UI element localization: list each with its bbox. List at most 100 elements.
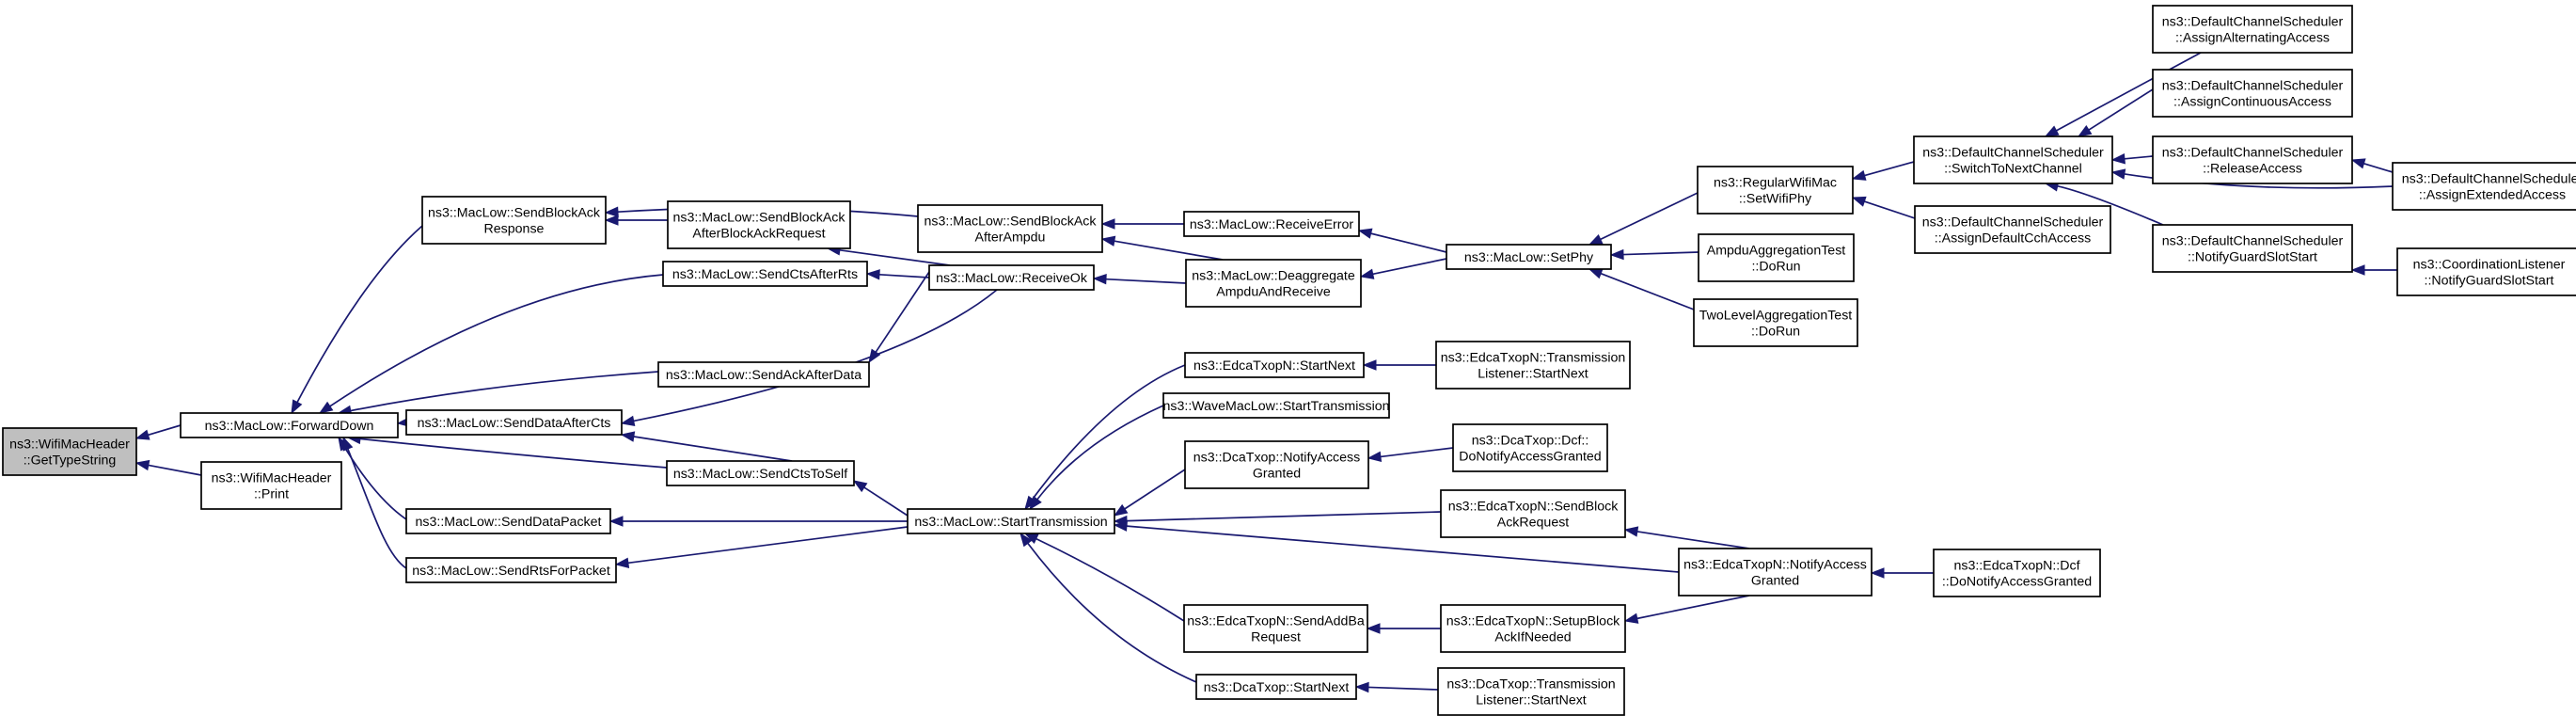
- edge-line: [1114, 240, 1224, 261]
- arrowhead: [608, 516, 624, 527]
- node-n31[interactable]: ns3::EdcaTxopN::NotifyAccessGranted: [1678, 548, 1873, 597]
- edge-n13-n5: [865, 269, 930, 280]
- node-label-line: ns3::DefaultChannelScheduler: [2162, 15, 2344, 30]
- arrowhead: [2350, 158, 2366, 169]
- arrowhead: [852, 480, 868, 493]
- arrowhead: [604, 215, 619, 226]
- edge-n14-n8: [852, 480, 909, 517]
- node-n19[interactable]: ns3::DcaTxop::NotifyAccessGranted: [1184, 440, 1369, 489]
- node-box: [1933, 549, 2101, 597]
- node-label-line: AmpduAndReceive: [1216, 285, 1331, 300]
- node-box: [2396, 247, 2576, 296]
- node-box: [1697, 166, 1854, 215]
- node-label-line: ::DoRun: [1751, 260, 1800, 275]
- node-box: [917, 204, 1103, 253]
- edge-line: [1864, 161, 1915, 177]
- node-label-line: ::AssignContinuousAccess: [2173, 95, 2331, 110]
- node-box: [928, 264, 1095, 291]
- node-box: [1183, 211, 1360, 237]
- node-n8[interactable]: ns3::MacLow::SendCtsToSelf: [666, 460, 855, 486]
- edge-n27-n21: [1354, 681, 1439, 693]
- arrowhead: [2110, 153, 2126, 165]
- node-label-line: ::AssignDefaultCchAccess: [1935, 231, 2091, 247]
- node-label-line: ns3::EdcaTxopN::SendAddBa: [1187, 614, 1365, 629]
- node-n38[interactable]: ns3::DefaultChannelScheduler::NotifyGuar…: [2152, 224, 2353, 273]
- node-label-line: ns3::EdcaTxopN::Transmission: [1441, 351, 1626, 366]
- node-n34[interactable]: ns3::EdcaTxopN::Dcf::DoNotifyAccessGrant…: [1933, 549, 2101, 597]
- edge-n5-n2: [318, 274, 664, 414]
- node-n2[interactable]: ns3::MacLow::ForwardDown: [180, 412, 399, 438]
- node-n37[interactable]: ns3::DefaultChannelScheduler::ReleaseAcc…: [2152, 135, 2353, 184]
- arrowhead: [865, 269, 880, 280]
- node-n27[interactable]: ns3::DcaTxop::TransmissionListener::Star…: [1437, 667, 1625, 716]
- node-n14[interactable]: ns3::MacLow::StartTransmission: [907, 508, 1115, 534]
- node-n18[interactable]: ns3::WaveMacLow::StartTransmission: [1162, 392, 1390, 419]
- node-n24[interactable]: ns3::DcaTxop::Dcf::DoNotifyAccessGranted: [1452, 423, 1608, 472]
- node-n17[interactable]: ns3::EdcaTxopN::StartNext: [1184, 352, 1365, 378]
- arrowhead: [1366, 623, 1381, 634]
- edge-n10-n2: [342, 436, 407, 569]
- edge-n37-n32: [2110, 153, 2154, 165]
- node-n22[interactable]: ns3::MacLow::SetPhy: [1446, 244, 1612, 270]
- arrowhead: [1029, 495, 1042, 511]
- node-n9[interactable]: ns3::MacLow::SendDataPacket: [405, 508, 611, 534]
- node-box: [405, 508, 611, 534]
- node-label-line: ns3::MacLow::SendBlockAck: [673, 211, 846, 226]
- node-n3[interactable]: ns3::WifiMacHeader::Print: [200, 461, 342, 510]
- node-label-line: ns3::MacLow::SendRtsForPacket: [412, 564, 610, 579]
- node-n30[interactable]: TwoLevelAggregationTest::DoRun: [1693, 298, 1858, 347]
- node-n1[interactable]: ns3::WifiMacHeader::GetTypeString: [2, 427, 137, 476]
- node-label-line: ns3::MacLow::SendCtsToSelf: [673, 467, 847, 482]
- node-label-line: ns3::MacLow::ReceiveOk: [936, 271, 1088, 286]
- arrowhead: [2110, 168, 2126, 180]
- node-n32[interactable]: ns3::DefaultChannelScheduler::SwitchToNe…: [1913, 135, 2113, 184]
- node-n6[interactable]: ns3::MacLow::SendAckAfterData: [657, 361, 870, 388]
- edge-n19-n14: [1113, 469, 1186, 517]
- node-n29[interactable]: AmpduAggregationTest::DoRun: [1698, 233, 1855, 282]
- arrowhead: [1113, 503, 1129, 517]
- node-n39[interactable]: ns3::DefaultChannelScheduler::AssignExte…: [2392, 162, 2576, 211]
- node-n40[interactable]: ns3::CoordinationListener::NotifyGuardSl…: [2396, 247, 2576, 296]
- edge-line: [1035, 537, 1185, 622]
- arrowhead: [1113, 520, 1128, 532]
- node-n11[interactable]: ns3::MacLow::SendBlockAckAfterBlockAckRe…: [667, 200, 851, 249]
- arrowhead: [1019, 532, 1033, 548]
- edge-line: [875, 271, 930, 353]
- node-n33[interactable]: ns3::DefaultChannelScheduler::AssignDefa…: [1914, 205, 2111, 254]
- edge-line: [1367, 686, 1439, 691]
- edge-n4-n2: [291, 225, 423, 415]
- node-label-line: ns3::WaveMacLow::StartTransmission: [1163, 399, 1390, 414]
- node-label-line: ns3::DcaTxop::StartNext: [1204, 680, 1350, 695]
- node-label-line: ns3::MacLow::SendAckAfterData: [666, 368, 861, 383]
- node-box: [1698, 233, 1855, 282]
- node-n13[interactable]: ns3::MacLow::ReceiveOk: [928, 264, 1095, 291]
- node-n28[interactable]: ns3::RegularWifiMac::SetWifiPhy: [1697, 166, 1854, 215]
- edge-n26-n20: [1366, 623, 1441, 634]
- node-box: [657, 361, 870, 388]
- edge-line: [148, 464, 202, 476]
- node-n5[interactable]: ns3::MacLow::SendCtsAfterRts: [662, 261, 868, 287]
- arrowhead: [318, 401, 334, 414]
- node-n23[interactable]: ns3::EdcaTxopN::TransmissionListener::St…: [1435, 341, 1631, 390]
- node-n15[interactable]: ns3::MacLow::ReceiveError: [1183, 211, 1360, 237]
- node-box: [2392, 162, 2576, 211]
- node-box: [1162, 392, 1390, 419]
- node-n7[interactable]: ns3::MacLow::SendDataAfterCts: [405, 409, 623, 436]
- node-n36[interactable]: ns3::DefaultChannelScheduler::AssignCont…: [2152, 69, 2353, 118]
- node-label-line: Granted: [1751, 574, 1799, 589]
- node-n21[interactable]: ns3::DcaTxop::StartNext: [1195, 674, 1357, 700]
- edge-line: [1636, 595, 1750, 620]
- edge-n36-n32: [2077, 88, 2154, 137]
- edge-n21-n14: [1019, 532, 1197, 683]
- edge-n18-n14: [1029, 405, 1164, 511]
- node-box: [1914, 205, 2111, 254]
- node-n10[interactable]: ns3::MacLow::SendRtsForPacket: [405, 557, 617, 583]
- node-label-line: ns3::MacLow::SendDataPacket: [416, 515, 602, 530]
- node-n35[interactable]: ns3::DefaultChannelScheduler::AssignAlte…: [2152, 5, 2353, 54]
